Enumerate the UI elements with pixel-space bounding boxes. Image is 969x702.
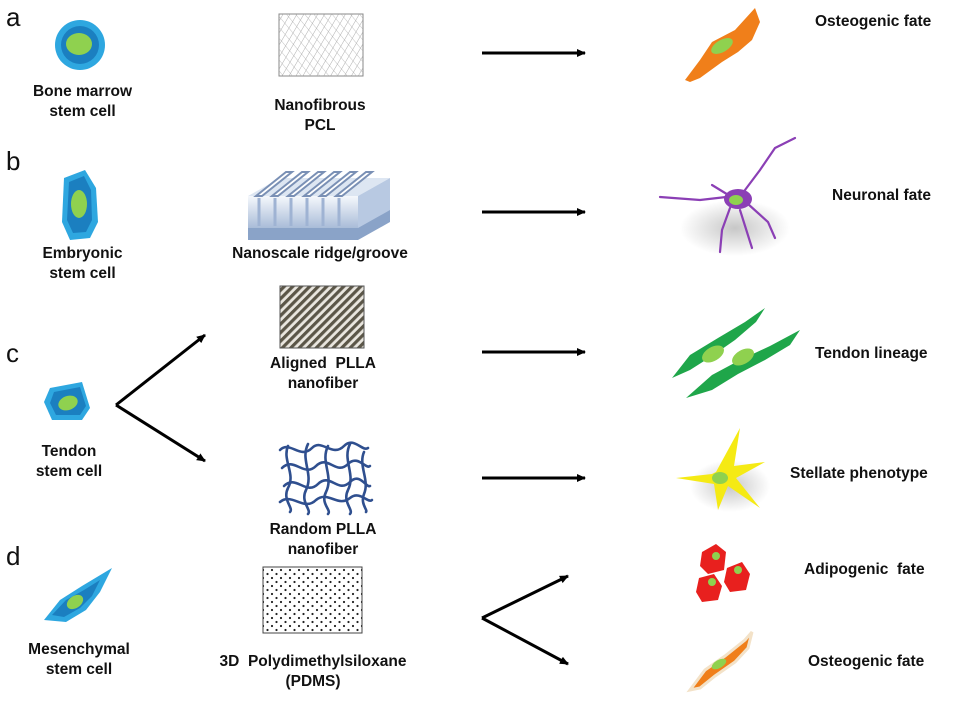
fate-label-a: Osteogenic fate	[815, 13, 932, 30]
arrow-d-down	[481, 616, 569, 666]
panel-c	[44, 285, 800, 516]
substrate-label-c1-line1: Aligned PLLA	[270, 355, 376, 372]
cell-label-d-line2: stem cell	[45, 661, 113, 678]
cell-label-d: Mesenchymal stem cell	[14, 640, 144, 680]
bone-marrow-stem-cell-icon	[55, 20, 105, 70]
cell-label-c: Tendon stem cell	[14, 442, 124, 482]
cell-label-c-line2: stem cell	[35, 463, 103, 480]
pdms-icon	[262, 566, 363, 634]
fate-label-b: Neuronal fate	[832, 187, 932, 204]
panel-d	[44, 544, 754, 693]
fate-label-c2: Stellate phenotype	[790, 465, 928, 482]
cell-label-d-line1: Mesenchymal	[28, 641, 130, 658]
arrow-c-up	[115, 333, 206, 407]
osteogenic-cell-icon	[685, 8, 760, 82]
substrate-label-a-line1: Nanofibrous	[274, 97, 366, 114]
substrate-label-c1: Aligned PLLA nanofiber	[248, 354, 398, 394]
random-plla-nanofiber-icon	[278, 441, 374, 516]
panel-b	[62, 136, 797, 256]
substrate-label-b: Nanoscale ridge/groove	[232, 245, 408, 262]
substrate-label-d-line1: 3D Polydimethylsiloxane	[219, 653, 407, 670]
cell-label-b: Embryonic stem cell	[20, 244, 145, 284]
nanoscale-ridge-groove-icon	[248, 171, 390, 240]
stellate-cell-icon	[676, 428, 770, 512]
panel-letter-b: b	[6, 146, 21, 176]
substrate-label-d-line2: (PDMS)	[285, 673, 341, 690]
cell-label-a-line1: Bone marrow	[32, 83, 133, 100]
neuronal-cell-icon	[658, 136, 797, 256]
tendon-stem-cell-icon	[44, 382, 90, 420]
nanofibrous-pcl-icon	[278, 13, 364, 77]
substrate-label-a-line2: PCL	[304, 117, 336, 134]
cell-label-a: Bone marrow stem cell	[20, 82, 145, 122]
tendon-lineage-cells-icon	[672, 308, 800, 398]
cell-label-c-line1: Tendon	[41, 443, 97, 460]
cell-label-b-line2: stem cell	[49, 265, 116, 282]
substrate-label-a: Nanofibrous PCL	[250, 96, 390, 136]
arrow-c-down	[115, 403, 206, 463]
fate-label-d1: Adipogenic fate	[804, 561, 925, 578]
mesenchymal-stem-cell-icon	[44, 568, 112, 622]
arrow-d-up	[481, 574, 569, 620]
substrate-label-d: 3D Polydimethylsiloxane (PDMS)	[208, 652, 418, 692]
embryonic-stem-cell-icon	[62, 170, 98, 240]
cell-label-b-line1: Embryonic	[42, 245, 123, 262]
substrate-label-c2-line1: Random PLLA	[269, 521, 377, 538]
osteogenic-cell-d-icon	[686, 631, 754, 693]
substrate-label-c1-line2: nanofiber	[287, 375, 359, 392]
adipogenic-cells-icon	[696, 544, 750, 602]
panel-letter-d: d	[6, 541, 21, 571]
aligned-plla-nanofiber-icon	[279, 285, 365, 349]
fate-label-d2: Osteogenic fate	[808, 653, 925, 670]
cell-label-a-line2: stem cell	[49, 103, 116, 120]
panel-letter-c: c	[6, 338, 19, 368]
panel-letter-a: a	[6, 2, 21, 32]
panel-a	[55, 8, 760, 82]
substrate-label-c2: Random PLLA nanofiber	[248, 520, 398, 560]
fate-label-c1: Tendon lineage	[815, 345, 928, 362]
substrate-label-c2-line2: nanofiber	[287, 541, 359, 558]
